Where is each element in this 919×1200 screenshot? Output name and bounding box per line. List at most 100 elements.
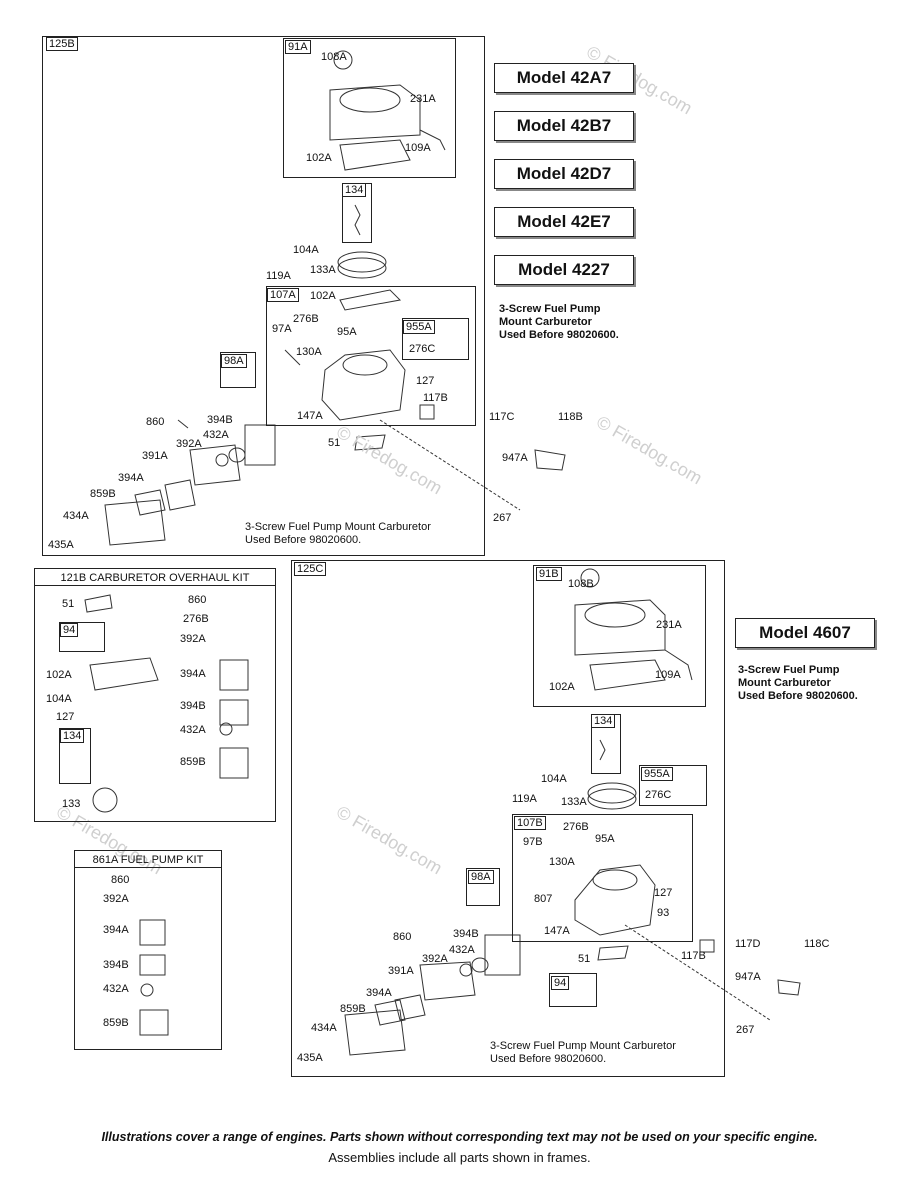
label-117d: 117D xyxy=(735,938,761,950)
kit-121b-title: 121B CARBURETOR OVERHAUL KIT xyxy=(35,572,275,586)
caption-line: Used Before 98020600. xyxy=(245,534,362,546)
label-391a: 391A xyxy=(142,450,168,462)
label-392a: 392A xyxy=(176,438,202,450)
label-119a: 119A xyxy=(266,270,291,282)
label-394a: 394A xyxy=(180,668,206,680)
label-267: 267 xyxy=(736,1024,755,1036)
frame-125c-caption: 3-Screw Fuel Pump Mount Carburetor Used … xyxy=(490,1040,676,1066)
top-note: 3-Screw Fuel Pump Mount Carburetor Used … xyxy=(499,303,619,342)
label-434a: 434A xyxy=(311,1022,337,1034)
label-231a: 231A xyxy=(410,93,436,105)
caption-line: Used Before 98020600. xyxy=(490,1053,607,1065)
model-label: Model 42B7 xyxy=(494,111,634,141)
label-860: 860 xyxy=(393,931,412,943)
label-860: 860 xyxy=(111,874,130,886)
right-note: 3-Screw Fuel Pump Mount Carburetor Used … xyxy=(738,664,858,703)
kit-861a-frame xyxy=(74,850,222,1050)
label-97a: 97A xyxy=(272,323,292,335)
label-432a: 432A xyxy=(449,944,475,956)
kit-861a-title: 861A FUEL PUMP KIT xyxy=(75,854,221,868)
label-102a: 102A xyxy=(46,669,72,681)
caption-line: 3-Screw Fuel Pump Mount Carburetor xyxy=(245,521,431,533)
label-859b: 859B xyxy=(180,756,206,768)
tag-91a: 91A xyxy=(285,40,311,54)
label-117b: 117B xyxy=(681,950,706,962)
tag-94: 94 xyxy=(60,623,79,637)
label-133a: 133A xyxy=(561,796,587,808)
label-93: 93 xyxy=(657,907,670,919)
label-119a: 119A xyxy=(512,793,537,805)
label-435a: 435A xyxy=(48,539,74,551)
frame-94-c xyxy=(549,973,597,1007)
label-133a: 133A xyxy=(310,264,336,276)
label-394a: 394A xyxy=(118,472,144,484)
tag-98a: 98A xyxy=(221,354,247,368)
label-434a: 434A xyxy=(63,510,89,522)
caption-line: 3-Screw Fuel Pump Mount Carburetor xyxy=(490,1040,676,1052)
note-line: Mount Carburetor xyxy=(738,677,831,689)
tag-125b: 125B xyxy=(46,37,78,51)
label-947a: 947A xyxy=(502,452,528,464)
label-394a: 394A xyxy=(366,987,392,999)
model-label: Model 4227 xyxy=(494,255,634,285)
label-133: 133 xyxy=(62,798,81,810)
label-117c: 117C xyxy=(489,411,515,423)
label-392a: 392A xyxy=(103,893,129,905)
label-276b: 276B xyxy=(563,821,589,833)
model-label: Model 42E7 xyxy=(494,207,634,237)
kit-121b-134-frame xyxy=(59,728,91,784)
footer-disclaimer: Illustrations cover a range of engines. … xyxy=(101,1130,818,1144)
label-104a: 104A xyxy=(293,244,319,256)
label-392a: 392A xyxy=(180,633,206,645)
label-807: 807 xyxy=(534,893,553,905)
label-276b: 276B xyxy=(183,613,209,625)
label-276b: 276B xyxy=(293,313,319,325)
label-267: 267 xyxy=(493,512,512,524)
label-127: 127 xyxy=(654,887,673,899)
label-51: 51 xyxy=(578,953,591,965)
label-104a: 104A xyxy=(541,773,567,785)
kit-121b-frame xyxy=(34,568,276,822)
frame-125c xyxy=(291,560,725,1077)
label-51: 51 xyxy=(62,598,75,610)
frame-98a xyxy=(220,352,256,388)
label-108a: 108A xyxy=(321,51,347,63)
label-95a: 95A xyxy=(337,326,357,338)
frame-107a xyxy=(266,286,476,426)
label-432a: 432A xyxy=(103,983,129,995)
frame-107b xyxy=(512,814,693,942)
frame-955a-c xyxy=(639,765,707,806)
label-394b: 394B xyxy=(180,700,206,712)
label-95a: 95A xyxy=(595,833,615,845)
label-118c: 118C xyxy=(804,938,830,950)
label-102a-2: 102A xyxy=(310,290,336,302)
label-109a: 109A xyxy=(405,142,431,154)
label-394b: 394B xyxy=(453,928,479,940)
note-line: 3-Screw Fuel Pump xyxy=(499,303,601,315)
note-line: Mount Carburetor xyxy=(499,316,592,328)
tag-107a: 107A xyxy=(267,288,299,302)
footer-assemblies-note: Assemblies include all parts shown in fr… xyxy=(328,1150,591,1165)
label-118b: 118B xyxy=(558,411,583,423)
tag-955a: 955A xyxy=(641,767,673,781)
label-859b: 859B xyxy=(340,1003,366,1015)
note-line: 3-Screw Fuel Pump xyxy=(738,664,840,676)
label-97b: 97B xyxy=(523,836,543,848)
label-102a: 102A xyxy=(549,681,575,693)
tag-955a: 955A xyxy=(403,320,435,334)
label-435a: 435A xyxy=(297,1052,323,1064)
label-860: 860 xyxy=(146,416,165,428)
label-147a: 147A xyxy=(544,925,570,937)
label-391a: 391A xyxy=(388,965,414,977)
frame-98a-c xyxy=(466,868,500,906)
label-276c: 276C xyxy=(409,343,436,355)
label-859b: 859B xyxy=(103,1017,129,1029)
tag-91b: 91B xyxy=(536,567,562,581)
kit-121b-94-frame xyxy=(59,622,105,652)
label-130a: 130A xyxy=(549,856,575,868)
label-394b: 394B xyxy=(207,414,233,426)
tag-125c: 125C xyxy=(294,562,327,576)
tag-98a: 98A xyxy=(468,870,494,884)
tag-134: 134 xyxy=(342,183,367,197)
